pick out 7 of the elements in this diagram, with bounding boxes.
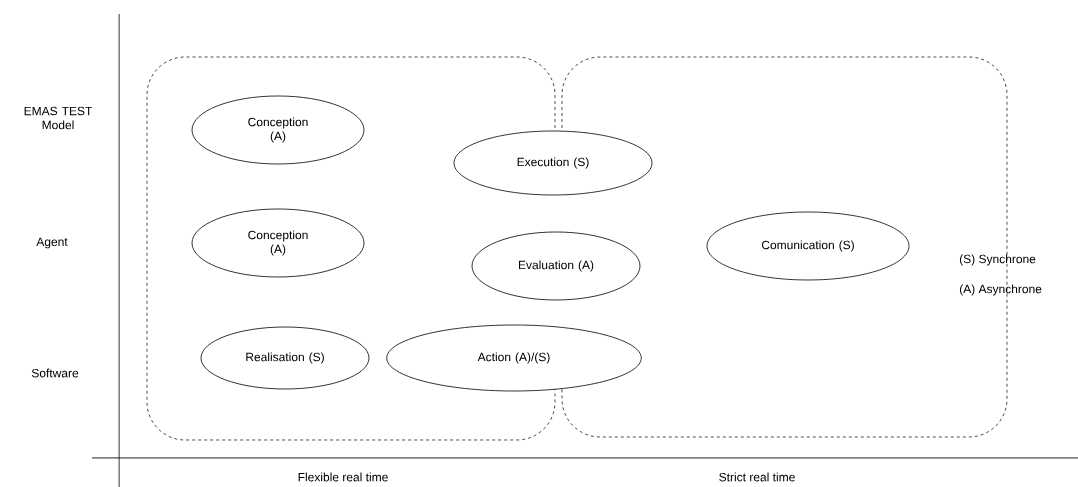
axis-label: (A) Asynchrone [959,284,1042,296]
axis-label: EMAS TEST Model [24,106,93,130]
axis-label: Strict real time [719,472,795,482]
axis-label: Flexible real time [298,472,388,482]
axis-label: Agent [36,237,68,249]
axis-label: Software [31,368,79,378]
axis-label: (S) Synchrone [959,254,1036,266]
